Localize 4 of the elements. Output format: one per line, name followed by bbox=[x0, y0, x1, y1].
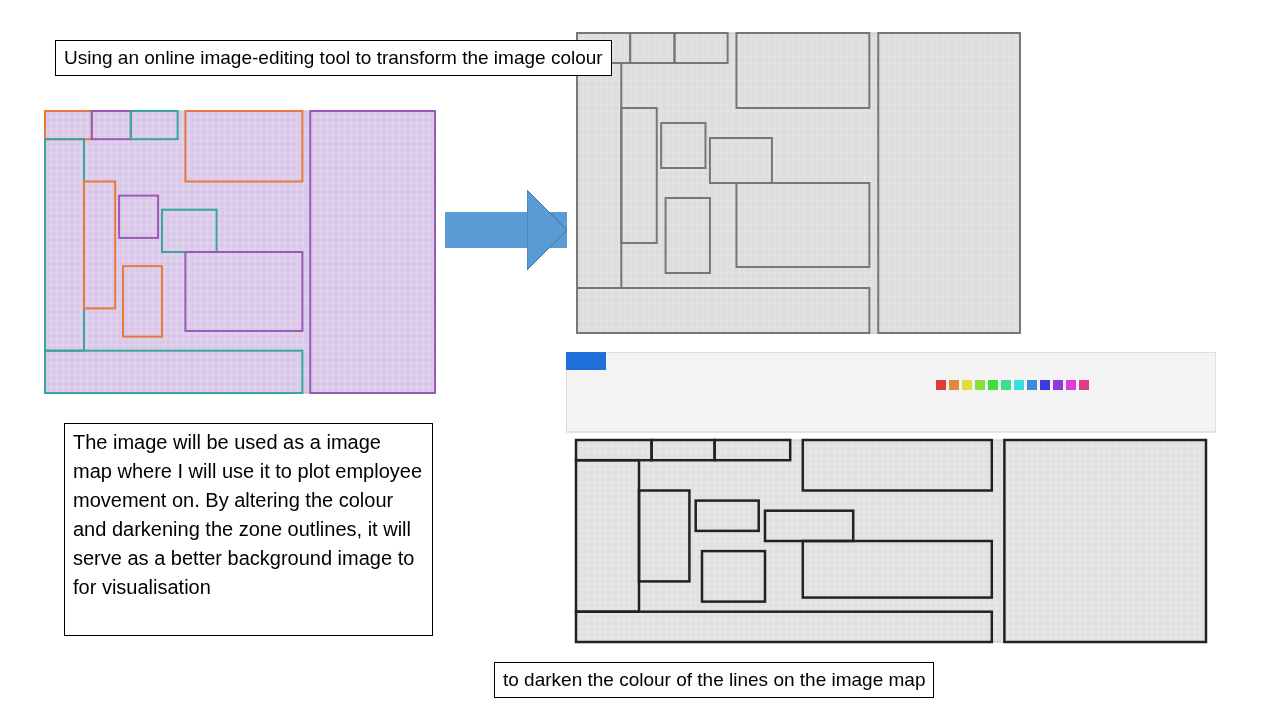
arrow bbox=[445, 189, 568, 271]
note-box: The image will be used as a image map where I will use it to plot employee movement on. By altering the colour and darkening the zone outlines, it will serve as a better background image to for visualisation bbox=[64, 423, 433, 636]
note-box: Using an online image-editing tool to transform the image colour bbox=[55, 40, 612, 76]
note-box: to darken the colour of the lines on the image map bbox=[494, 662, 935, 698]
